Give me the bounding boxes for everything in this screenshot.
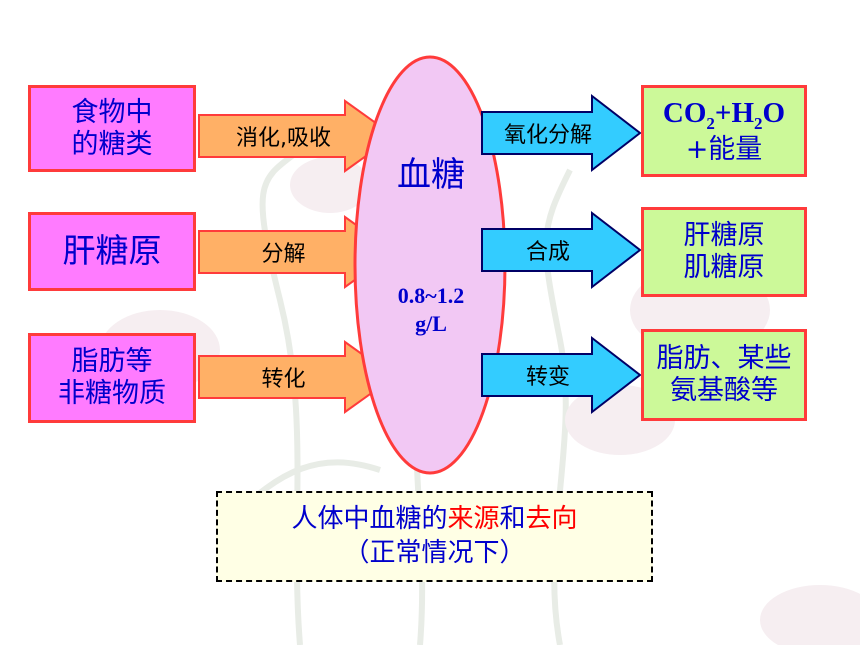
arrow-digestion-absorption: 消化,吸收	[197, 99, 396, 173]
caption-line-1: 人体中血糖的来源和去向	[291, 503, 578, 534]
destination-label-line: 肝糖原	[683, 220, 765, 252]
source-non-sugar-substances: 脂肪等 非糖物质	[28, 333, 196, 423]
destination-fat-amino-acids: 脂肪、某些 氨基酸等	[641, 329, 807, 421]
arrow-label: 消化,吸收	[236, 126, 331, 151]
caption-highlight-source: 来源	[447, 503, 500, 534]
blood-sugar-title: 血糖	[397, 155, 465, 195]
arrow-transformation: 转变	[480, 335, 642, 415]
arrow-label: 氧化分解	[503, 123, 592, 148]
destination-label-line: 氨基酸等	[670, 375, 778, 406]
arrow-decomposition: 分解	[197, 215, 396, 289]
source-liver-glycogen: 肝糖原	[28, 212, 196, 291]
source-label-line: 的糖类	[71, 128, 153, 160]
destination-label-line: 肌糖原	[683, 252, 765, 283]
destination-co2-water-energy: CO2+H2O +能量	[641, 85, 807, 177]
arrow-label: 转变	[525, 365, 570, 390]
energy-label: +能量	[685, 133, 763, 165]
diagram-caption: 人体中血糖的来源和去向 （正常情况下）	[216, 491, 653, 582]
range-unit: g/L	[415, 310, 447, 336]
destination-label-line: 脂肪、某些	[656, 343, 792, 375]
destination-glycogen: 肝糖原 肌糖原	[641, 207, 807, 297]
caption-line-2: （正常情况下）	[343, 537, 526, 568]
source-label-line: 脂肪等	[71, 346, 153, 378]
arrow-oxidative-decomposition: 氧化分解	[480, 93, 642, 173]
arrow-synthesis: 合成	[480, 210, 642, 290]
arrow-label: 合成	[525, 240, 570, 265]
arrow-conversion: 转化	[197, 340, 396, 414]
co2-h2o-formula: CO2+H2O	[662, 97, 786, 133]
range-value: 0.8~1.2	[397, 283, 465, 308]
source-label-line: 肝糖原	[62, 231, 162, 271]
caption-highlight-destination: 去向	[525, 503, 578, 534]
source-food-sugars: 食物中 的糖类	[28, 85, 196, 172]
arrow-label: 分解	[261, 242, 306, 267]
source-label-line: 非糖物质	[58, 378, 166, 409]
blood-sugar-range: 0.8~1.2 g/L	[372, 282, 490, 337]
arrow-label: 转化	[261, 367, 306, 392]
source-label-line: 食物中	[71, 96, 153, 128]
